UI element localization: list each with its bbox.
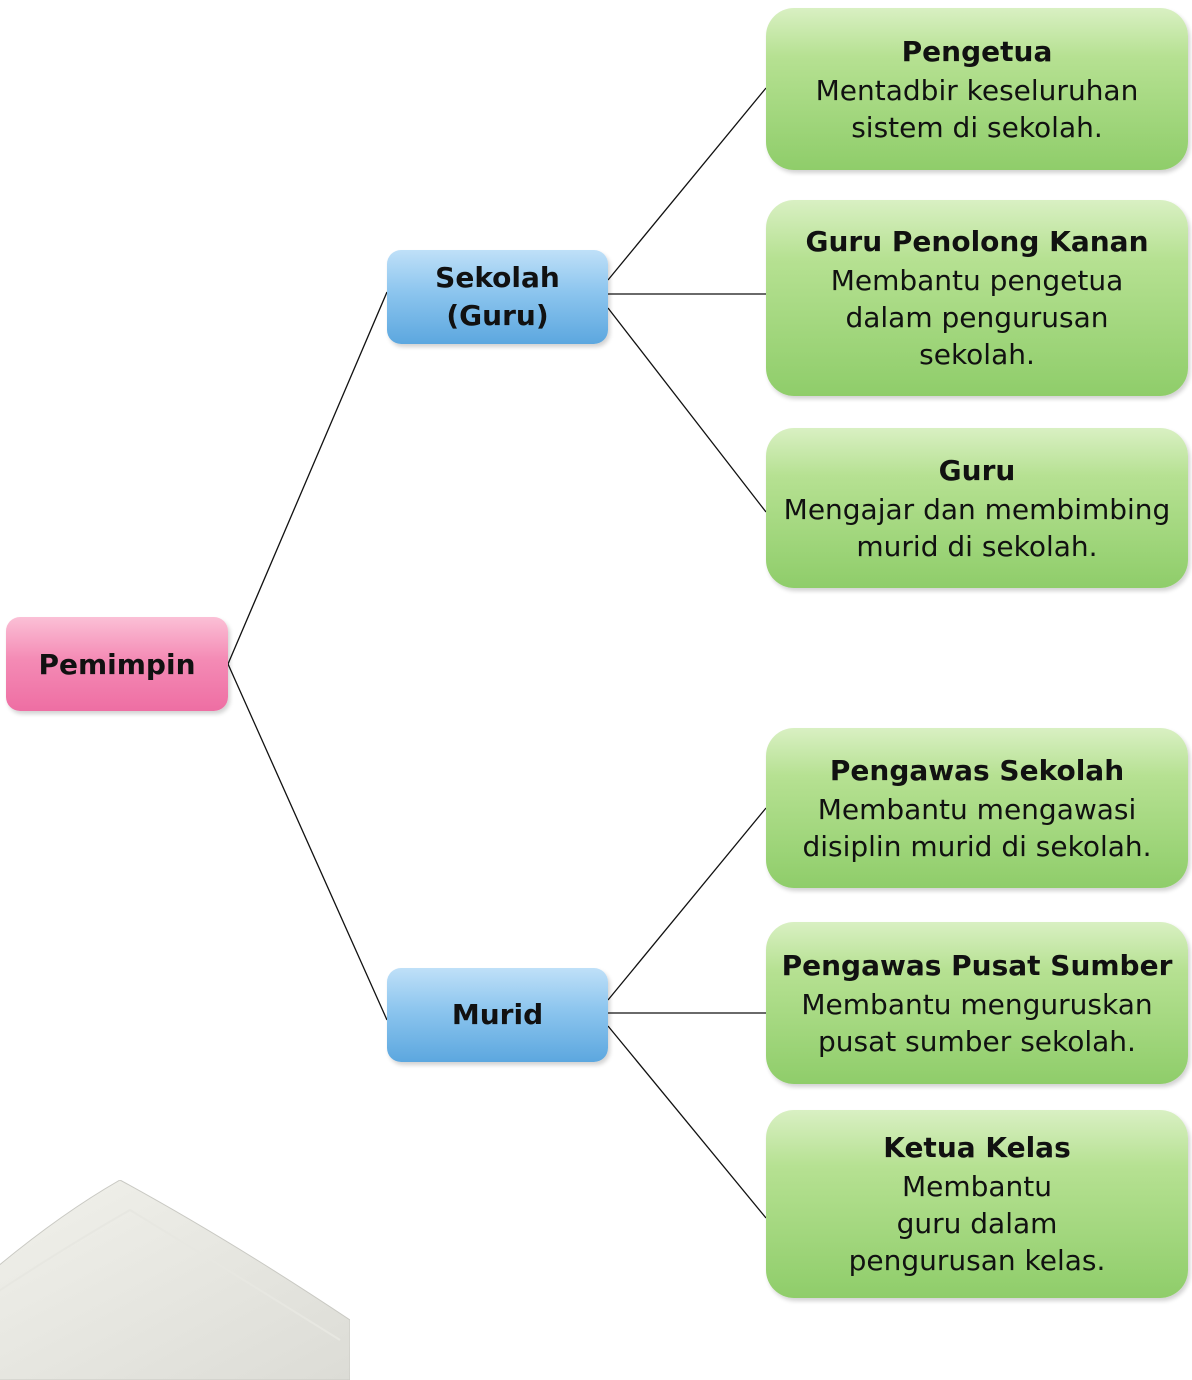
leaf-node-guru: Guru Mengajar dan membimbing murid di se…	[766, 428, 1188, 588]
leaf-title: Pengawas Pusat Sumber	[781, 948, 1173, 982]
leaf-description: Membantu menguruskan pusat sumber sekola…	[801, 987, 1153, 1058]
connector-root-sekolah	[227, 291, 388, 665]
leaf-description: Membantu pengetua dalam pengurusan sekol…	[830, 264, 1124, 371]
leaf-title: Guru	[938, 453, 1016, 487]
group-label: Murid	[451, 998, 544, 1031]
leaf-node-ketua-kelas: Ketua Kelas Membantu guru dalam pengurus…	[766, 1110, 1188, 1298]
connector-lines	[227, 87, 767, 1219]
leaf-title: Pengawas Sekolah	[829, 753, 1125, 787]
leaf-title: Pengetua	[901, 34, 1053, 68]
group-label: Sekolah (Guru)	[435, 261, 560, 332]
leaf-node-pengawas-sekolah: Pengawas Sekolah Membantu mengawasi disi…	[766, 728, 1188, 888]
group-node-murid: Murid	[387, 968, 608, 1062]
leaf-description: Membantu guru dalam pengurusan kelas.	[848, 1170, 1106, 1277]
leaf-description: Mentadbir keseluruhan sistem di sekolah.	[815, 73, 1139, 144]
leaf-node-pengetua: Pengetua Mentadbir keseluruhan sistem di…	[766, 8, 1188, 170]
leaf-title: Guru Penolong Kanan	[805, 225, 1149, 258]
paper-decoration	[0, 1180, 350, 1380]
group-node-sekolah: Sekolah (Guru)	[387, 250, 608, 344]
leaf-title: Ketua Kelas	[883, 1131, 1071, 1164]
connector-murid-pengawas	[607, 807, 767, 1001]
leaf-description: Membantu mengawasi disiplin murid di sek…	[802, 792, 1152, 863]
root-node-pemimpin: Pemimpin	[6, 617, 228, 711]
leaf-node-guru-penolong-kanan: Guru Penolong Kanan Membantu pengetua da…	[766, 200, 1188, 396]
connector-sekolah-guru	[607, 307, 767, 513]
root-label: Pemimpin	[38, 647, 196, 681]
connector-murid-ketua-kelas	[607, 1025, 767, 1219]
connector-sekolah-pengetua	[607, 87, 767, 281]
leaf-node-pengawas-pusat-sumber: Pengawas Pusat Sumber Membantu mengurusk…	[766, 922, 1188, 1084]
mind-map: Pemimpin Sekolah (Guru) Murid Pengetua M…	[0, 8, 1188, 1380]
leaf-description: Mengajar dan membimbing murid di sekolah…	[783, 492, 1171, 563]
connector-root-murid	[227, 663, 388, 1021]
